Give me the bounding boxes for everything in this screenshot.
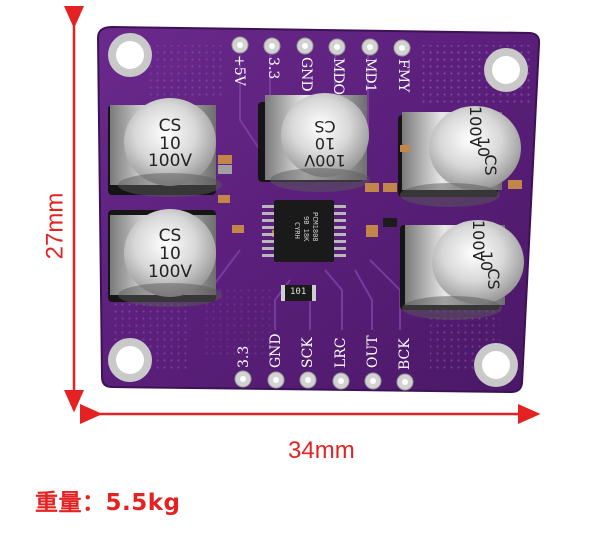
capacitor-value: 10 [314, 134, 336, 153]
capacitor-voltage: 100V [147, 151, 193, 171]
mounting-hole [474, 343, 518, 387]
mounting-hole [484, 48, 528, 92]
capacitor-brand: CS [484, 268, 503, 290]
capacitor-value: 10 [159, 244, 181, 264]
pin-label-fmy: FMY [395, 59, 411, 93]
pin-label-3v3-bottom: 3.3 [236, 345, 252, 368]
resistor-terminal [281, 285, 285, 301]
pcm1808-chip [262, 200, 346, 262]
capacitor-brand: CS [314, 117, 336, 136]
pin-label-sck: SCK [300, 337, 316, 368]
capacitor [110, 98, 222, 197]
chip-marking-code: CYRH [293, 222, 301, 239]
capacitor-brand: CS [481, 154, 500, 176]
bottom-header-pads [234, 370, 414, 391]
resistor-terminal [312, 285, 316, 301]
chip-marking-lot: 9B 18K [302, 216, 310, 242]
capacitor-brand: CS [158, 226, 182, 246]
capacitor-voltage: 100V [147, 262, 193, 282]
capacitor [265, 93, 370, 192]
pin-label-lrc: LRC [333, 337, 349, 368]
pin-label-bck: BCK [397, 338, 413, 370]
resistor [283, 285, 313, 301]
capacitor-brand: CS [158, 116, 182, 136]
chip-marking-model: PCM1808 [311, 212, 319, 242]
mounting-hole [108, 338, 152, 382]
height-dimension-label: 27mm [41, 192, 69, 260]
resistor-marking: 101 [290, 287, 307, 297]
via-field [150, 45, 225, 100]
capacitor-voltage: 100V [304, 151, 346, 170]
pin-label-5v: +5V [231, 55, 247, 86]
pin-label-md0: MDO [330, 58, 346, 96]
capacitor [110, 209, 222, 307]
mounting-hole [108, 33, 152, 77]
capacitor [402, 220, 524, 320]
pin-label-out: OUT [365, 335, 381, 368]
pin-label-gnd: GND [298, 57, 314, 92]
pin-label-md1: MD1 [362, 58, 378, 93]
width-dimension-label: 34mm [288, 437, 355, 464]
capacitor [400, 106, 521, 207]
weight-label: 重量：5.5kg [35, 490, 181, 516]
pin-label-gnd-bottom: GND [268, 333, 284, 368]
pin-label-3v3: 3.3 [265, 57, 281, 80]
capacitor-value: 10 [159, 134, 181, 154]
top-header-pads [231, 36, 411, 57]
